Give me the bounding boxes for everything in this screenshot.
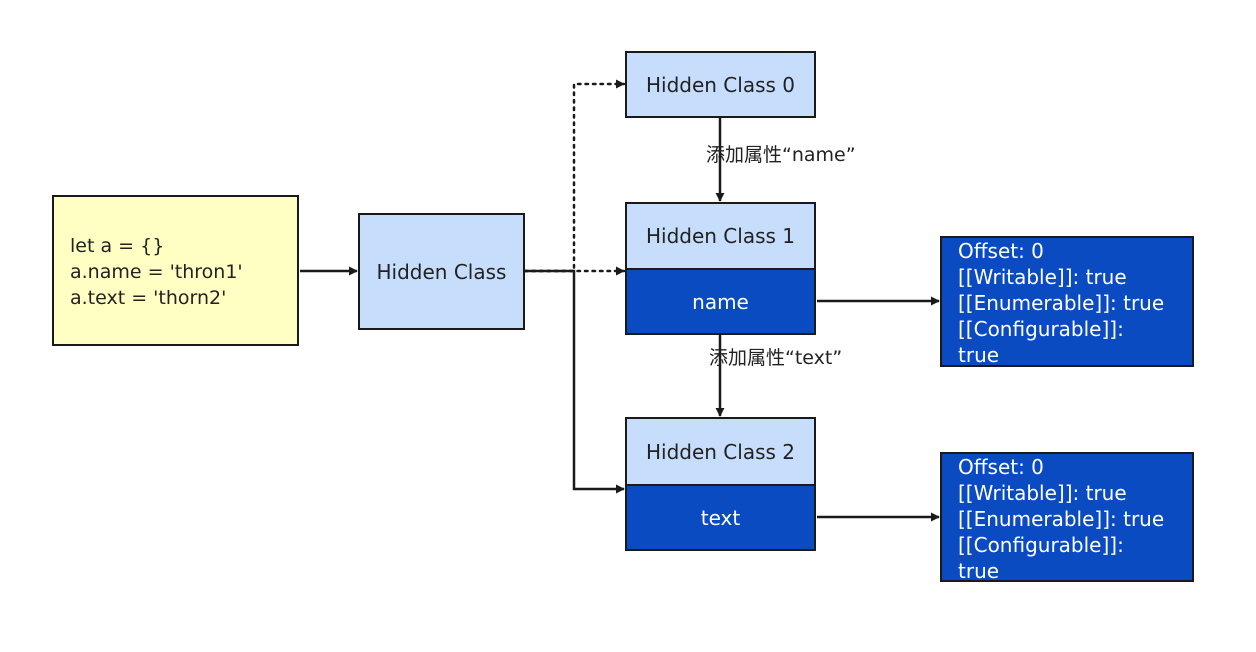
hidden-class-0-node: Hidden Class 0: [625, 51, 816, 118]
code-line: a.text = 'thorn2': [70, 287, 227, 309]
edge-label-add-text: 添加属性“text”: [709, 347, 843, 369]
code-line: let a = {}: [70, 235, 165, 257]
descriptor-line: [[Writable]]: true: [958, 481, 1127, 505]
hidden-class-2-title: Hidden Class 2: [625, 417, 816, 486]
code-block: let a = {} a.name = 'thron1' a.text = 't…: [52, 195, 299, 346]
hidden-class-2-property-text: text: [625, 484, 816, 551]
descriptor-line: true: [958, 343, 1000, 367]
name-descriptor-box: Offset: 0 [[Writable]]: true [[Enumerabl…: [940, 236, 1194, 367]
descriptor-line: [[Enumerable]]: true: [958, 507, 1165, 531]
edge-hidden-class-to-hc2: [525, 269, 625, 494]
hidden-class-1-title: Hidden Class 1: [625, 202, 816, 270]
edge-hidden-class-to-hc0: [523, 79, 626, 273]
hidden-class-1-property-name: name: [625, 268, 816, 335]
descriptor-line: Offset: 0: [958, 455, 1044, 479]
text-descriptor-box: Offset: 0 [[Writable]]: true [[Enumerabl…: [940, 452, 1194, 582]
descriptor-line: [[Writable]]: true: [958, 265, 1127, 289]
code-line: a.name = 'thron1': [70, 261, 243, 283]
descriptor-line: true: [958, 559, 1000, 582]
edge-label-add-name: 添加属性“name”: [706, 144, 856, 166]
descriptor-line: [[Configurable]]:: [958, 317, 1124, 341]
descriptor-line: [[Enumerable]]: true: [958, 291, 1165, 315]
descriptor-line: Offset: 0: [958, 239, 1044, 263]
descriptor-line: [[Configurable]]:: [958, 533, 1124, 557]
hidden-class-node: Hidden Class: [358, 213, 525, 330]
